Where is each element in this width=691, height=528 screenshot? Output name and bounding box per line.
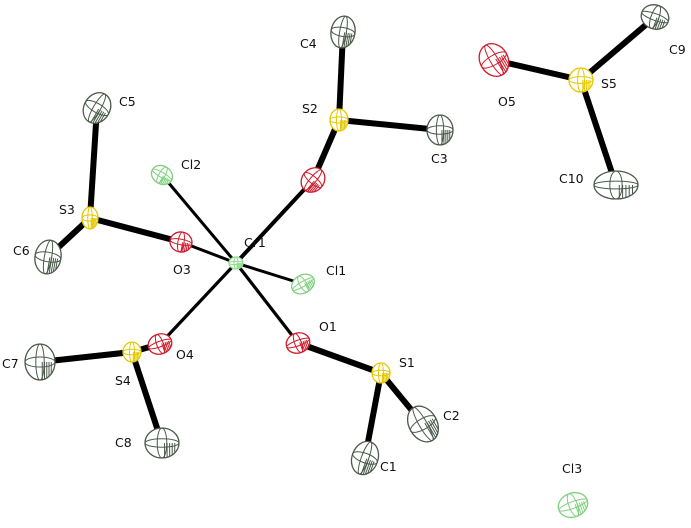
- bond-cr1-cl2: [160, 173, 238, 265]
- atom-c4: [330, 15, 356, 49]
- atom-label-c10: C10: [559, 171, 584, 186]
- atom-label-c3: C3: [431, 151, 448, 166]
- atom-label-c5: C5: [119, 94, 136, 109]
- atom-label-cl3: Cl3: [562, 461, 582, 476]
- atom-c10: [593, 170, 639, 200]
- bond-s5-c10: [578, 77, 619, 188]
- bond-cr1-o4: [158, 261, 238, 346]
- atom-c3: [426, 114, 454, 146]
- atom-label-o5: O5: [498, 94, 516, 109]
- atom-s3: [81, 206, 99, 230]
- atom-o3: [169, 231, 193, 253]
- atom-o4: [147, 333, 173, 355]
- atom-label-o1: O1: [319, 319, 337, 334]
- atom-label-c6: C6: [13, 243, 30, 258]
- bond-o3-s3: [87, 215, 184, 245]
- atom-label-s1: S1: [399, 355, 415, 370]
- bond-s4-c8: [129, 349, 165, 446]
- atom-c1: [350, 440, 380, 476]
- atom-label-c9: C9: [669, 42, 686, 57]
- atom-c2: [406, 405, 440, 443]
- atoms-layer: [24, 4, 670, 519]
- atom-s5: [568, 67, 594, 93]
- atom-s1: [371, 362, 391, 384]
- atom-label-c8: C8: [115, 435, 132, 450]
- atom-label-c1: C1: [380, 459, 397, 474]
- atom-s2: [329, 108, 349, 132]
- atom-c9: [640, 4, 670, 30]
- atom-label-cr1: Cr1: [244, 235, 266, 250]
- atom-label-cl1: Cl1: [326, 263, 346, 278]
- atom-o5: [478, 43, 510, 77]
- atom-label-c4: C4: [300, 36, 317, 51]
- bond-s3-c5: [87, 105, 100, 221]
- atom-label-s5: S5: [601, 76, 617, 91]
- atom-label-s3: S3: [59, 202, 75, 217]
- atom-label-cl2: Cl2: [181, 157, 201, 172]
- atom-o1: [285, 332, 311, 354]
- atom-label-o3: O3: [173, 262, 191, 277]
- bond-cr1-cl1: [234, 261, 305, 286]
- atom-cr1: [228, 256, 244, 270]
- atom-cl1: [291, 273, 315, 295]
- atom-label-o4: O4: [176, 347, 194, 362]
- atom-label-s2: S2: [302, 101, 318, 116]
- bond-s2-c3: [336, 117, 443, 133]
- bond-cr1-o2: [234, 178, 315, 265]
- atom-s4: [122, 341, 142, 363]
- atom-c5: [82, 92, 112, 124]
- atom-cl3: [557, 491, 589, 519]
- bond-s5-c9: [578, 14, 658, 83]
- atom-c7: [24, 343, 56, 381]
- bonds-layer: [37, 14, 658, 461]
- atom-label-c7: C7: [2, 356, 19, 371]
- atom-label-s4: S4: [115, 373, 131, 388]
- bond-cr1-o1: [234, 261, 300, 345]
- atom-c8: [144, 427, 180, 459]
- atom-cl2: [150, 164, 174, 186]
- bond-o1-s1: [295, 340, 384, 376]
- atom-label-c2: C2: [443, 408, 460, 423]
- atom-o2: [300, 167, 326, 193]
- atom-c6: [34, 239, 62, 275]
